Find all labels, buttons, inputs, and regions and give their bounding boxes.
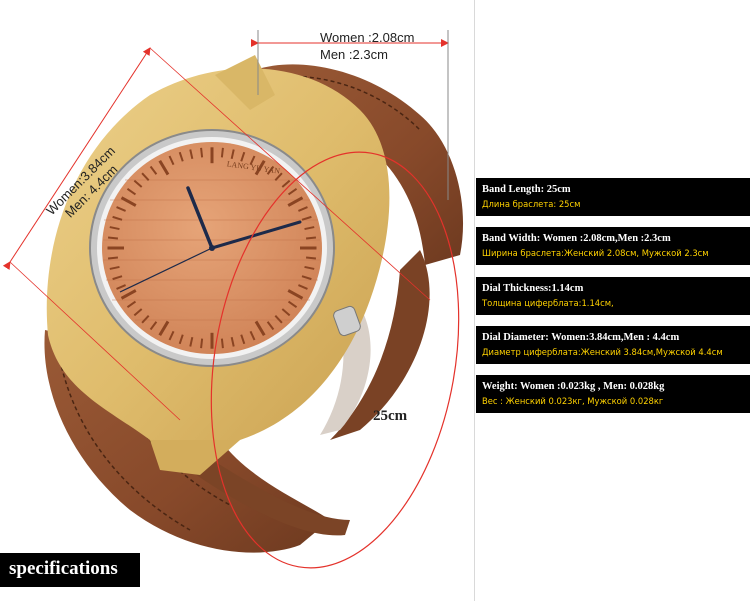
dial-tick — [116, 284, 126, 290]
spec-en-text: Dial Diameter: Women:3.84cm,Men : 4.4cm — [482, 332, 680, 343]
dial-tick — [158, 320, 170, 336]
dial-tick — [112, 275, 123, 281]
spec-en-text: Band Width: Women :2.08cm,Men :2.3cm — [482, 233, 671, 244]
dial-tick — [107, 236, 119, 240]
dial-tick — [126, 300, 137, 309]
spec-en-text: Band Length: 25cm — [482, 184, 571, 195]
dial-tick — [266, 165, 275, 175]
dial-tick — [141, 315, 150, 324]
dial-tick — [287, 196, 304, 207]
dial-tick — [149, 165, 158, 175]
spec-band-length: Band Length: 25cm Длина браслета: 25см — [476, 178, 750, 216]
dial-tick — [266, 321, 275, 331]
second-hand — [119, 247, 213, 293]
spec-en-text: Dial Thickness:1.14cm — [482, 283, 584, 294]
dial-tick — [240, 334, 246, 345]
dial-tick — [249, 330, 256, 341]
dial-tick — [274, 315, 283, 324]
strap-back — [330, 250, 430, 440]
dial-tick — [168, 330, 175, 341]
dial-tick — [240, 151, 246, 162]
dial-tick — [168, 155, 175, 166]
men-width-label: Men :2.3cm — [320, 47, 388, 62]
spec-ru-text: Диаметр циферблата:Женский 3.84см,Мужско… — [482, 347, 723, 357]
dial-tick — [200, 147, 204, 158]
dial-tick — [158, 160, 170, 176]
spec-en-text: Weight: Women :0.023kg , Men: 0.028kg — [482, 381, 665, 392]
dial-tick — [200, 338, 204, 349]
spec-ru-text: Толщина циферблата:1.14см, — [482, 298, 614, 308]
dial-tick — [220, 338, 224, 349]
dial-tick — [133, 308, 143, 317]
diameter-dimension-line — [2, 47, 151, 271]
spec-weight: Weight: Women :0.023kg , Men: 0.028kg Ве… — [476, 375, 750, 413]
dial-tick — [149, 321, 158, 331]
women-width-label: Women :2.08cm — [320, 30, 415, 45]
divider — [474, 0, 475, 601]
dial-tick — [304, 265, 315, 270]
band-length-label: 25cm — [373, 408, 408, 424]
dial-tick — [220, 147, 224, 158]
spec-ru-text: Ширина браслета:Женский 2.08см, Мужской … — [482, 248, 709, 258]
dial-tick — [254, 160, 266, 176]
band-length-circle — [210, 151, 460, 569]
strap-top — [250, 64, 464, 265]
dial-tick — [281, 308, 291, 317]
dial-tick — [305, 236, 317, 240]
dial-tick — [178, 334, 184, 345]
specifications-badge: specifications — [0, 553, 140, 587]
dial-tick — [301, 215, 312, 221]
dial-tick — [298, 284, 308, 290]
dial-tick — [107, 256, 119, 260]
watch-crown — [333, 305, 361, 337]
dial-tick — [304, 226, 315, 231]
dial-tick — [287, 300, 298, 309]
dial-tick — [281, 179, 291, 188]
dial-tick — [301, 275, 312, 281]
dial-tick — [274, 172, 283, 181]
dial-tick — [254, 320, 266, 336]
dial-tick — [178, 151, 184, 162]
dial-tick — [189, 336, 194, 347]
dial-tick — [298, 206, 308, 212]
dial-tick — [287, 289, 304, 300]
dial-tick — [249, 155, 256, 166]
spec-dial-diameter: Dial Diameter: Women:3.84cm,Men : 4.4cm … — [476, 326, 750, 364]
minute-hand — [210, 220, 302, 250]
dial-tick — [189, 149, 194, 160]
dial-tick — [305, 256, 317, 260]
spec-dial-thickness: Dial Thickness:1.14cm Толщина циферблата… — [476, 277, 750, 315]
hour-hand — [186, 186, 214, 250]
spec-band-width: Band Width: Women :2.08cm,Men :2.3cm Шир… — [476, 227, 750, 265]
dial-tick — [230, 336, 235, 347]
dial-tick — [120, 289, 137, 300]
spec-ru-text: Вес : Женский 0.023кг, Мужской 0.028кг — [482, 396, 664, 406]
dial-tick — [287, 187, 298, 196]
dial-tick — [230, 149, 235, 160]
spec-ru-text: Длина браслета: 25см — [482, 199, 581, 209]
